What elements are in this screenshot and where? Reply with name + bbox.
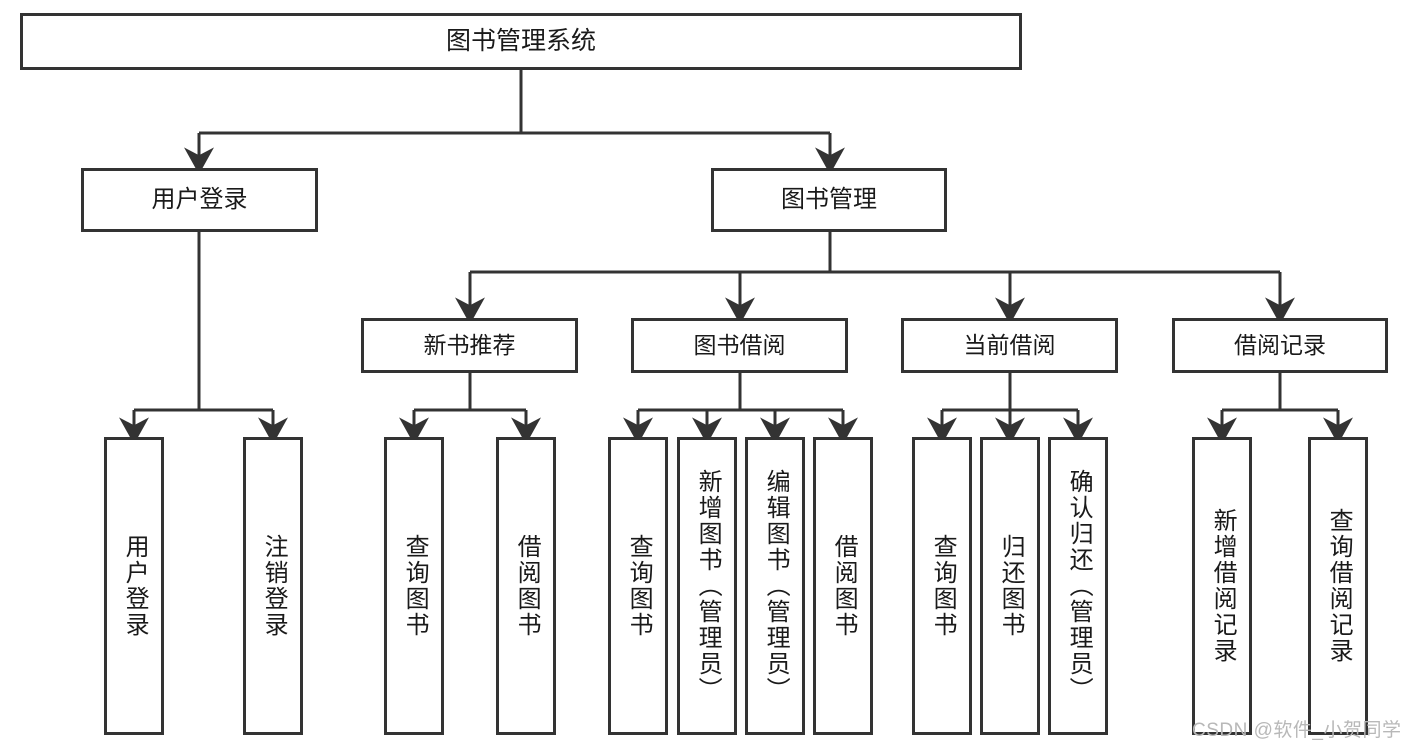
node-label: 图书管理 (781, 185, 877, 213)
node-borrow-record[interactable]: 借阅记录 (1172, 318, 1388, 373)
node-label: 用户登录 (151, 185, 248, 213)
node-user-login[interactable]: 用户登录 (81, 168, 318, 232)
leaf-borrow-book-recommend[interactable]: 借阅图书 (496, 437, 556, 735)
leaf-edit-book-admin[interactable]: 编辑图书（管理员） (745, 437, 805, 735)
node-label: 用户登录 (121, 534, 149, 638)
node-label: 借阅图书 (513, 534, 541, 638)
node-label: 新增图书（管理员） (694, 469, 722, 703)
node-root-book-management-system[interactable]: 图书管理系统 (20, 13, 1022, 70)
node-new-book-recommend[interactable]: 新书推荐 (361, 318, 578, 373)
node-book-borrow[interactable]: 图书借阅 (631, 318, 848, 373)
leaf-return-book[interactable]: 归还图书 (980, 437, 1040, 735)
node-label: 当前借阅 (963, 331, 1056, 358)
node-label: 确认归还（管理员） (1065, 469, 1093, 703)
watermark-text: CSDN @软件_小贺同学 (1192, 720, 1402, 741)
leaf-add-book-admin[interactable]: 新增图书（管理员） (677, 437, 737, 735)
node-label: 查询借阅记录 (1325, 508, 1353, 664)
node-book-management[interactable]: 图书管理 (711, 168, 947, 232)
node-label: 新增借阅记录 (1209, 508, 1237, 664)
leaf-query-book-borrow[interactable]: 查询图书 (608, 437, 668, 735)
node-label: 查询图书 (929, 534, 957, 638)
leaf-user-login[interactable]: 用户登录 (104, 437, 164, 735)
leaf-query-borrow-record[interactable]: 查询借阅记录 (1308, 437, 1368, 735)
node-label: 借阅图书 (830, 534, 858, 638)
node-label: 查询图书 (401, 534, 429, 638)
node-label: 图书管理系统 (445, 26, 596, 55)
node-label: 图书借阅 (693, 331, 786, 358)
leaf-query-book-recommend[interactable]: 查询图书 (384, 437, 444, 735)
csdn-watermark: CSDN @软件_小贺同学 (1192, 715, 1401, 742)
node-label: 新书推荐 (423, 331, 516, 358)
leaf-logout-login[interactable]: 注销登录 (243, 437, 303, 735)
node-label: 借阅记录 (1234, 331, 1326, 358)
node-label: 查询图书 (625, 534, 653, 638)
node-label: 归还图书 (997, 534, 1025, 638)
node-label: 注销登录 (260, 534, 288, 638)
leaf-borrow-book[interactable]: 借阅图书 (813, 437, 873, 735)
leaf-query-book-current[interactable]: 查询图书 (912, 437, 972, 735)
node-current-borrow[interactable]: 当前借阅 (901, 318, 1118, 373)
node-label: 编辑图书（管理员） (762, 469, 790, 703)
leaf-confirm-return-admin[interactable]: 确认归还（管理员） (1048, 437, 1108, 735)
leaf-add-borrow-record[interactable]: 新增借阅记录 (1192, 437, 1252, 735)
